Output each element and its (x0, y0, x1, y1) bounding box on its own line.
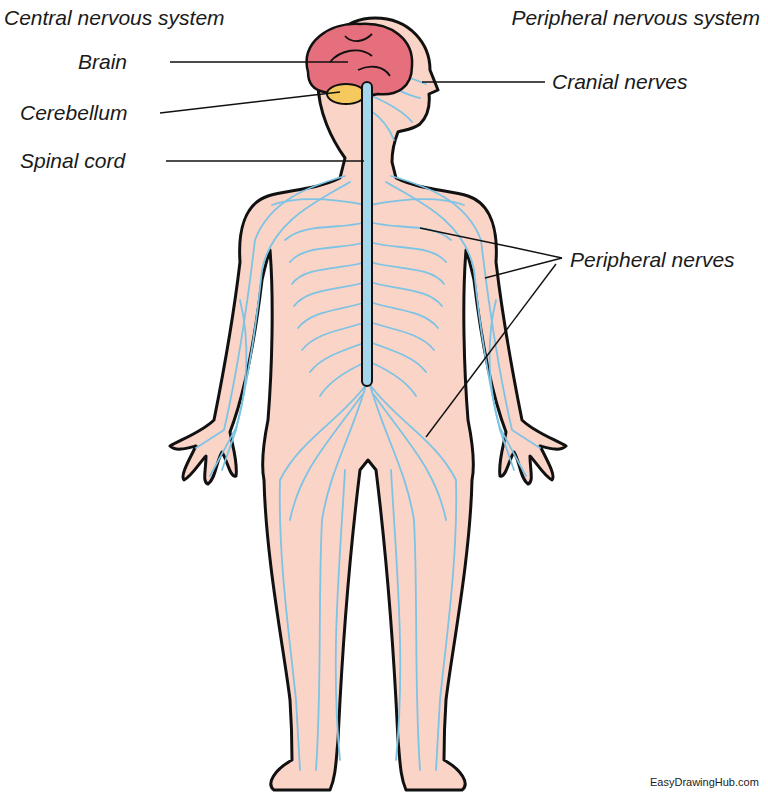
peripheral-nerves (196, 70, 540, 770)
part-label: Cranial nerves (552, 70, 687, 94)
cerebellum-shape (327, 84, 365, 104)
brain-folds (330, 34, 390, 76)
part-label: Peripheral nerves (570, 248, 735, 272)
part-label: Brain (78, 50, 127, 74)
heading: Central nervous system (4, 6, 225, 30)
part-label: Cerebellum (20, 101, 127, 125)
brain-shape (307, 24, 412, 96)
heading: Peripheral nervous system (511, 6, 760, 30)
part-label: Spinal cord (20, 149, 125, 173)
body-outline (170, 18, 566, 790)
watermark: EasyDrawingHub.com (650, 776, 759, 789)
spinal-cord-shape (362, 82, 372, 386)
leader-lines (160, 62, 562, 437)
